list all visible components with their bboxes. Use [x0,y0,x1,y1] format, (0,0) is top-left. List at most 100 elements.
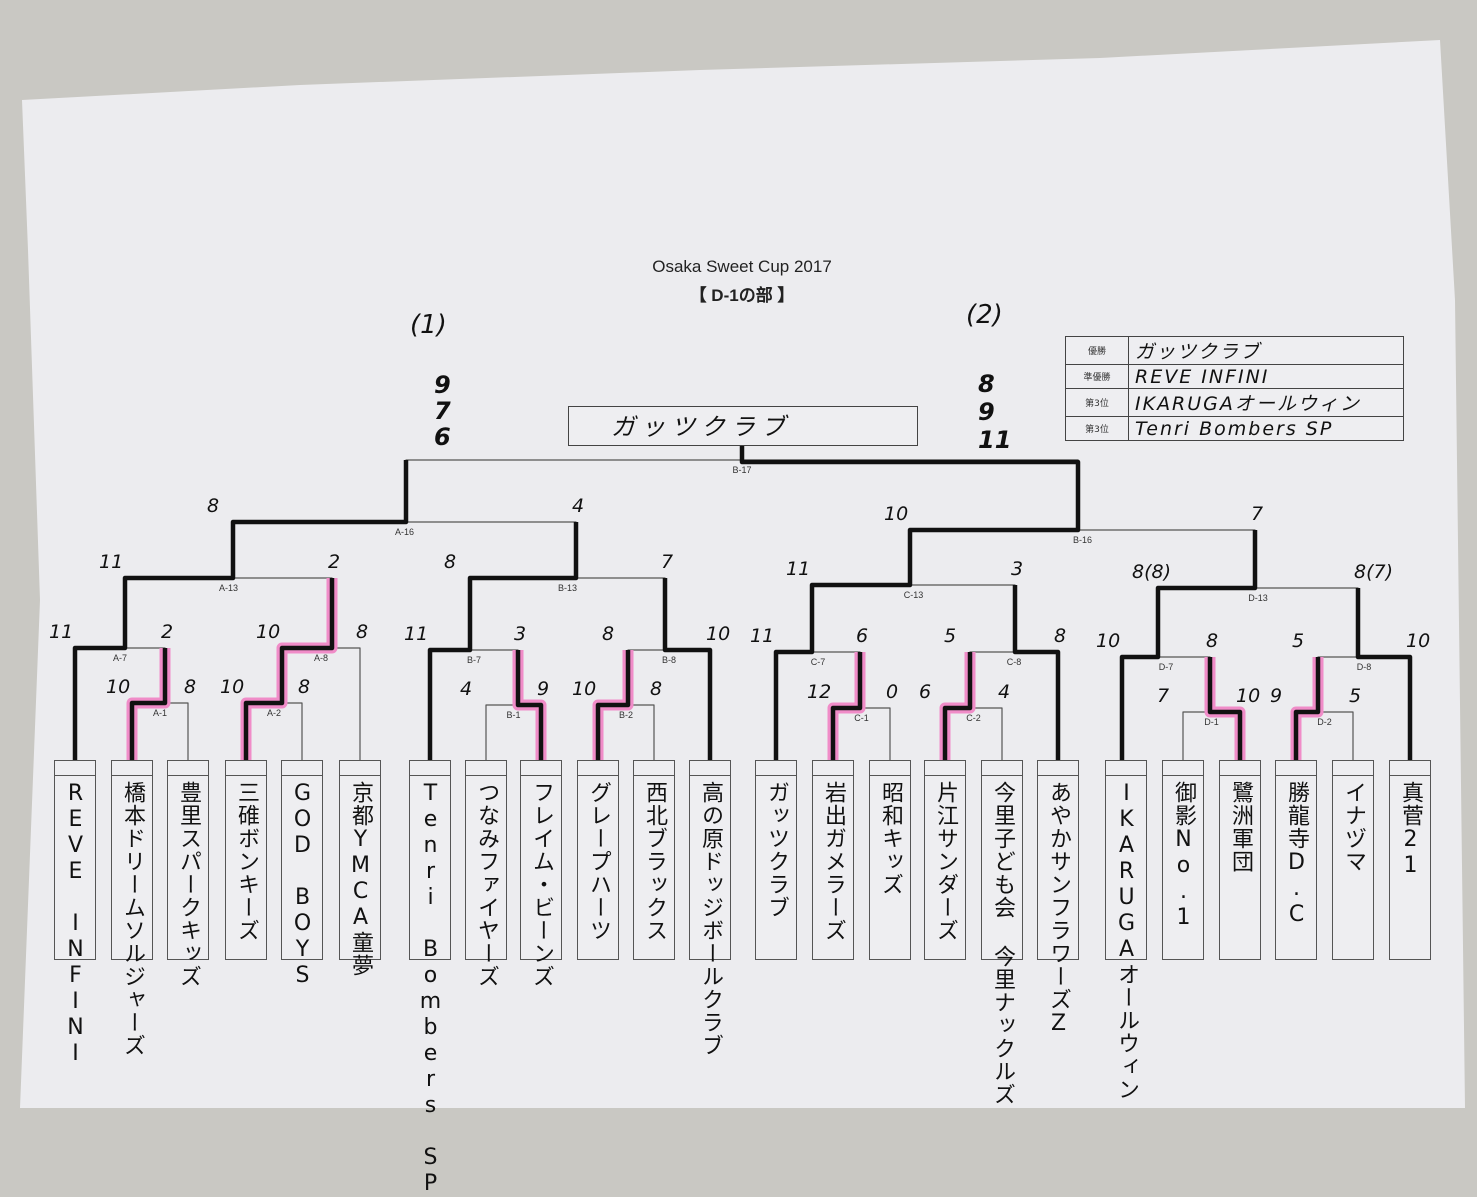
team-name: 豊里スパークキッズ [176,781,201,988]
winner-path [662,578,713,760]
match-label: C-7 [810,657,826,667]
team-slot: 真菅21 [1389,760,1431,960]
team-slot: 高の原ドッジボールクラブ [689,760,731,1057]
result-row: 優勝ガッツクラブ [1065,336,1404,365]
team-slot-header [1106,761,1146,776]
team-slot-header [690,761,730,776]
team-slot-header [813,761,853,776]
match-label: A-16 [394,527,415,537]
team-slot-header [634,761,674,776]
team-slot-header [1333,761,1373,776]
team-slot: 豊里スパークキッズ [167,760,209,988]
winner-path [739,446,1081,760]
winner-path [1355,588,1413,760]
match-score: 9 [1270,685,1283,707]
result-value: ガッツクラブ [1128,336,1404,365]
team-slot-header [1276,761,1316,776]
winner-path [129,648,168,760]
team-slot-header [1390,761,1430,776]
team-name: REVE INFINI [63,781,88,1067]
winner-path [830,652,863,760]
final-score: 8 [978,370,995,398]
match-score: 11 [99,551,124,573]
team-name: 京都YMCA童夢 [348,781,373,977]
team-slot: イナヅマ [1332,760,1374,960]
match-score: 12 [807,681,832,703]
team-name: IKARUGAオールウィン [1114,781,1139,1101]
match-label: C-2 [966,713,981,723]
team-name: GOD BOYS [290,781,315,989]
team-slot: 片江サンダーズ [924,760,966,960]
match-label: A-13 [218,583,239,593]
team-name: グレープハーツ [586,781,611,942]
match-score: 5 [1292,630,1305,652]
highlight-path [240,578,338,760]
team-name: 真菅21 [1398,781,1423,879]
block-label-right: (2) [966,300,1003,330]
match-score: 10 [572,678,597,700]
match-label: A-7 [112,653,128,663]
team-slot: 御影No.1 [1162,760,1204,960]
team-name: イナヅマ [1341,781,1366,873]
team-name: 高の原ドッジボールクラブ [698,781,723,1057]
team-slot-header [982,761,1022,776]
team-name: 鷺洲軍団 [1228,781,1253,873]
team-slot-header [340,761,380,776]
match-score: 5 [1349,685,1362,707]
match-score: 3 [1011,558,1024,580]
final-score: 11 [978,426,1012,454]
winner-path [72,460,409,760]
match-score: 8 [444,551,457,573]
match-label: A-2 [266,708,282,718]
match-label: C-1 [854,713,869,723]
team-slot-header [410,761,450,776]
match-label: D-2 [1317,717,1332,727]
match-score: 6 [856,625,869,647]
match-label: B-7 [466,655,482,665]
team-slot-header [756,761,796,776]
final-score: 7 [434,397,451,425]
match-score: 7 [1251,503,1264,525]
team-slot-header [112,761,152,776]
team-slot-header [55,761,95,776]
bracket-lines [72,446,1413,760]
match-label: B-17 [732,465,752,475]
match-score: 9 [537,678,550,700]
match-score: 2 [328,551,341,573]
match-label: B-16 [1072,535,1093,545]
match-score: 8(7) [1354,561,1394,583]
team-slot-header [1163,761,1203,776]
team-name: 橋本ドリームソルジャーズ [120,781,145,1057]
match-score: 10 [1236,685,1261,707]
winner-path [1207,657,1243,760]
match-label: B-8 [661,655,677,665]
team-name: 岩出ガメラーズ [821,781,846,942]
team-slot-header [168,761,208,776]
team-name: 今里子ども会 今里ナックルズ [990,781,1015,1106]
winner-path [1293,657,1321,760]
winner-path [1012,585,1061,760]
highlight-path [1290,657,1324,760]
match-score: 8 [356,621,369,643]
team-slot-header [925,761,965,776]
result-label: 第3位 [1065,416,1129,441]
winner-path [1119,530,1258,760]
team-name: 昭和キッズ [878,781,903,896]
team-name: 御影No.1 [1171,781,1196,931]
result-label: 第3位 [1065,388,1129,417]
team-name: つなみファイヤーズ [474,781,499,988]
highlight-path [1204,657,1246,760]
team-slot-header [282,761,322,776]
match-score: 8 [184,676,197,698]
team-slot: 昭和キッズ [869,760,911,960]
team-slot: GOD BOYS [281,760,323,989]
match-score: 10 [256,621,281,643]
team-slot: 岩出ガメラーズ [812,760,854,960]
match-label: C-13 [903,590,924,600]
match-label: A-1 [152,708,168,718]
team-slot: 西北ブラックス [633,760,675,960]
winner-path [243,578,335,760]
team-name: 勝龍寺D.C [1284,781,1309,928]
